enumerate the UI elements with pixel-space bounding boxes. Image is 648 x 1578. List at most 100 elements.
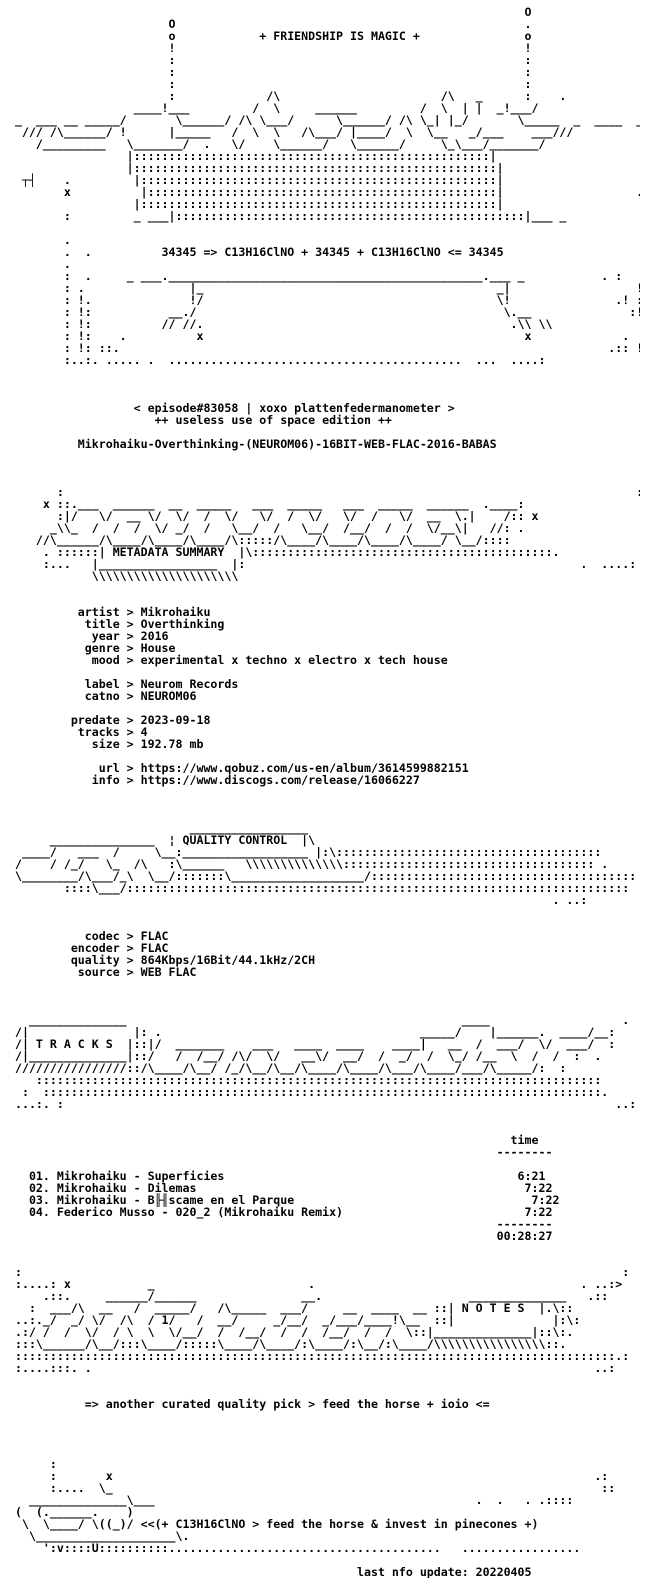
nfo-line: : /\ /\ _ : . [8, 89, 567, 103]
nfo-line [8, 798, 640, 810]
nfo-line: ::::\___/:::::::::::::::::::::::::::::::… [8, 881, 630, 895]
nfo-line: 00:28:27 [8, 1229, 553, 1243]
nfo-line [8, 378, 640, 390]
nfo-line: mood > experimental x techno x electro x… [8, 653, 448, 667]
nfo-line [8, 1242, 640, 1254]
nfo-line: /| T R A C K S |::|/ _______ ___ ____ __… [8, 1037, 616, 1051]
nfo-line [8, 1446, 640, 1458]
nfo-line [8, 906, 640, 918]
nfo-line: ! ! [8, 41, 532, 55]
nfo-line: -------- [8, 1145, 553, 1159]
nfo-line: last nfo update: 20220405 [8, 1565, 532, 1578]
nfo-line [8, 1434, 640, 1446]
nfo-document: O O . o + FRIENDSHIP IS MAGIC + o ! [8, 6, 640, 1578]
nfo-line: /// /\______/ ! |_____ / \ \ /\___/ |___… [8, 125, 574, 139]
nfo-line: :... |_________________ |: . ....: [8, 557, 637, 571]
nfo-line: : . |_ _| ! : [8, 281, 640, 295]
nfo-line: quality > 864Kbps/16Bit/44.1kHz/2CH [8, 953, 316, 967]
nfo-line: ////////////////::/\____/\__/ /_/\__/\__… [8, 1061, 567, 1075]
nfo-line: ┬┤ . |::::::::::::::::::::::::::::::::::… [8, 173, 504, 187]
nfo-line: . . [8, 233, 640, 247]
nfo-line: tracks > 4 [8, 725, 148, 739]
nfo-line: : !. !/ \! .! : [8, 293, 640, 307]
nfo-line: : ::::::::::::::::::::::::::::::::::::::… [8, 1085, 609, 1099]
nfo-line: _\\_ / / / \/ _/ / \__/ / \__/ /__/ / / … [8, 521, 525, 535]
nfo-line: : : [8, 77, 532, 91]
nfo-line: /| |: . _____/ |______. ____/__: [8, 1025, 616, 1039]
nfo-line: : ___/\ __ / _____/ /\_____ ___/ __ ____… [8, 1301, 574, 1315]
nfo-line: codec > FLAC [8, 929, 169, 943]
nfo-line: ...:. : ..: [8, 1097, 637, 1111]
nfo-line: : !: . x x . :x : [8, 329, 640, 343]
nfo-line: ::::::::::::::::::::::::::::::::::::::::… [8, 1349, 630, 1363]
nfo-line: |:::::::::::::::::::::::::::::::::::::::… [8, 197, 504, 211]
nfo-line: ++ useless use of space edition ++ [8, 413, 392, 427]
nfo-line [8, 582, 640, 594]
nfo-line: . ::::::| METADATA SUMMARY |\:::::::::::… [8, 545, 560, 559]
nfo-line: |:::::::::::::::::::::::::::::::::::::::… [8, 161, 504, 175]
nfo-line [8, 366, 640, 378]
nfo-line: catno > NEUROM06 [8, 689, 197, 703]
nfo-line: : : [8, 1265, 630, 1279]
nfo-line: : _ ___|::::::::::::::::::::::::::::::::… [8, 209, 640, 223]
nfo-line: : : [8, 53, 532, 67]
nfo-line: ____/ ___ / \__:__________________ |:\::… [8, 845, 602, 859]
nfo-line: encoder > FLAC [8, 941, 169, 955]
nfo-line: _________________ [8, 821, 309, 835]
nfo-line: :.... \_ :: [8, 1481, 616, 1495]
nfo-line: < episode#83058 | xoxo plattenfedermanom… [8, 401, 455, 415]
nfo-line: info > https://www.discogs.com/release/1… [8, 773, 420, 787]
nfo-line: 02. Mikrohaiku - Dilemas 7:22 [8, 1181, 553, 1195]
nfo-line: 01. Mikrohaiku - Superficies 6:21 [8, 1169, 546, 1183]
nfo-line: -------- [8, 1217, 553, 1231]
nfo-line: ______________\___ . . . .:::: [8, 1493, 574, 1507]
nfo-line: _______________ ¦ QUALITY CONTROL |\ [8, 833, 316, 847]
nfo-line: |:::::::::::::::::::::::::::::::::::::::… [8, 149, 497, 163]
nfo-line: ( (.______. ) [8, 1505, 134, 1519]
nfo-line: o + FRIENDSHIP IS MAGIC + o [8, 29, 532, 43]
nfo-line: .:/ / / \/ / \ \ \/__/ / /__/ / / /__/ /… [8, 1325, 574, 1339]
nfo-line: title > Overthinking [8, 617, 225, 631]
nfo-line [8, 1374, 640, 1386]
nfo-line [8, 462, 640, 474]
nfo-line: time [8, 1133, 539, 1147]
nfo-line: //\______/\____/\____/\____/\:::::/\____… [8, 533, 511, 547]
nfo-line: :....:::. . ..: [8, 1361, 616, 1375]
nfo-line: Mikrohaiku-Overthinking-(NEUROM06)-16BIT… [8, 437, 497, 451]
nfo-line [8, 1110, 640, 1122]
nfo-line: year > 2016 [8, 629, 169, 643]
nfo-line [8, 786, 640, 798]
nfo-line: ':v::::U::::::::::......................… [8, 1541, 581, 1555]
nfo-line: \________/\___/_\ \__/:::::::\__________… [8, 869, 640, 883]
nfo-line: / / /_/ \_ /\ :\______ \\\\\\\\\\\\\\:::… [8, 857, 609, 871]
nfo-line: :....: x _ . . ..:> [8, 1277, 623, 1291]
nfo-line: ..:._/ _/ \/ /\ / 1/ / __/ _/__/ _/___/_… [8, 1313, 581, 1327]
nfo-line: 04. Federico Musso - 020_2 (Mikrohaiku R… [8, 1205, 553, 1219]
nfo-line: : !: __./ \.__ :! : [8, 305, 640, 319]
nfo-line [8, 990, 640, 1002]
nfo-line: predate > 2023-09-18 [8, 713, 211, 727]
nfo-line: : : [8, 485, 640, 499]
nfo-line: : !: ::. .:: !! : [8, 341, 640, 355]
nfo-line: url > https://www.qobuz.com/us-en/album/… [8, 761, 469, 775]
nfo-line: label > Neurom Records [8, 677, 239, 691]
nfo-line: : x .: [8, 1469, 609, 1483]
nfo-line: : . _ ___.______________________________… [8, 269, 623, 283]
nfo-line [8, 450, 640, 462]
nfo-line: => another curated quality pick > feed t… [8, 1397, 490, 1411]
nfo-line: _ ___ __ _____/ \______/ /\ \___/ \_____… [8, 113, 640, 127]
nfo-line: . . 34345 => C13H16ClNO + 34345 + C13H16… [8, 245, 504, 259]
nfo-line: : : [8, 65, 532, 79]
nfo-line: :|/ \/ __ \/ \/ / \/ \/ / \/ \/ / \/ __ … [8, 509, 539, 523]
nfo-line [8, 1410, 640, 1422]
nfo-line: source > WEB FLAC [8, 965, 197, 979]
nfo-line: .::. ______/______ __. ______________ .:… [8, 1289, 609, 1303]
nfo-line: genre > House [8, 641, 176, 655]
nfo-line: O [8, 6, 532, 19]
nfo-line: . ..: [8, 893, 588, 907]
nfo-line [8, 1422, 640, 1434]
nfo-line: : !: // //. .\\ \\ !! : [8, 317, 640, 331]
nfo-line: . . [8, 257, 640, 271]
nfo-line: /_________ \_______/ . \/ \______/ \____… [8, 137, 546, 151]
nfo-line: \\\\\\\\\\\\\\\\\\\\\ [8, 569, 239, 583]
